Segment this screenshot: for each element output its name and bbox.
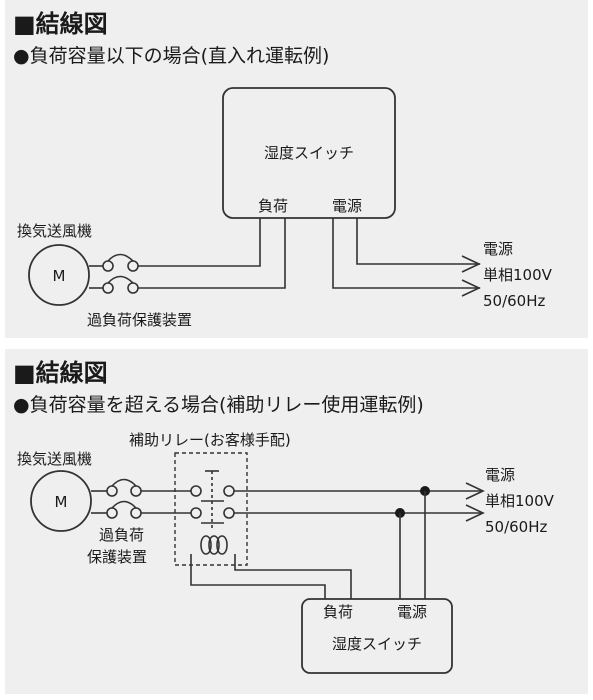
relay-enclosure: [174, 452, 248, 566]
coil-wire-2: [234, 554, 352, 599]
diagram-relay-svg: ■結線図 ●負荷容量を超える場合(補助リレー使用運転例) 補助リレー(お客様手配…: [13, 359, 555, 674]
overload-protector-label: 過負荷保護装置: [87, 311, 192, 329]
power-source-label: 電源: [483, 240, 513, 258]
power-wire-2: [356, 218, 480, 265]
terminal-power-label: 電源: [397, 603, 427, 621]
wiring-diagram-direct: ■結線図 ●負荷容量以下の場合(直入れ運転例) 湿度スイッチ 負荷 電源 換気送…: [5, 0, 588, 338]
relay-coil: [200, 535, 228, 555]
humidity-switch-label: 湿度スイッチ: [264, 144, 354, 162]
power-phase-label: 単相100V: [485, 492, 555, 510]
wiring-diagram-relay: ■結線図 ●負荷容量を超える場合(補助リレー使用運転例) 補助リレー(お客様手配…: [5, 349, 588, 694]
motor-circle: [28, 244, 90, 306]
overload-protector-symbol: [106, 478, 142, 519]
diagram-heading: ■結線図: [13, 359, 108, 387]
terminal-load-label: 負荷: [323, 603, 353, 621]
power-arrow-2: [461, 279, 481, 297]
overload-protector-label-line2: 保護装置: [87, 548, 147, 566]
motor-symbol: M: [53, 267, 66, 285]
diagram-heading: ■結線図: [13, 10, 108, 38]
terminal-power-label: 電源: [332, 197, 362, 215]
power-arrow-1: [461, 255, 481, 273]
overload-protector-symbol: [102, 253, 139, 294]
fan-label: 換気送風機: [17, 450, 92, 468]
overload-protector-label-line1: 過負荷: [99, 526, 144, 544]
power-phase-label: 単相100V: [483, 266, 553, 284]
humidity-switch-label: 湿度スイッチ: [332, 635, 422, 653]
power-wire-1: [332, 218, 480, 289]
diagram-subtitle: ●負荷容量以下の場合(直入れ運転例): [13, 45, 329, 67]
relay-label: 補助リレー(お客様手配): [129, 431, 291, 449]
coil-wire-1: [190, 554, 326, 599]
load-wire-2: [138, 218, 286, 289]
diagram-direct-svg: ■結線図 ●負荷容量以下の場合(直入れ運転例) 湿度スイッチ 負荷 電源 換気送…: [13, 10, 553, 329]
fan-label: 換気送風機: [17, 222, 92, 240]
terminal-load-label: 負荷: [258, 197, 288, 215]
power-frequency-label: 50/60Hz: [485, 518, 548, 536]
power-frequency-label: 50/60Hz: [483, 292, 546, 310]
diagram-subtitle: ●負荷容量を超える場合(補助リレー使用運転例): [13, 394, 424, 416]
relay-contacts: [190, 470, 235, 531]
motor-symbol: M: [55, 493, 68, 511]
power-arrow-2: [465, 504, 485, 522]
power-source-label: 電源: [485, 466, 515, 484]
load-wire-1: [138, 218, 261, 267]
humidity-switch-box: [222, 87, 396, 219]
humidity-switch-box: [301, 598, 453, 674]
power-arrow-1: [465, 482, 485, 500]
motor-circle: [30, 470, 92, 532]
